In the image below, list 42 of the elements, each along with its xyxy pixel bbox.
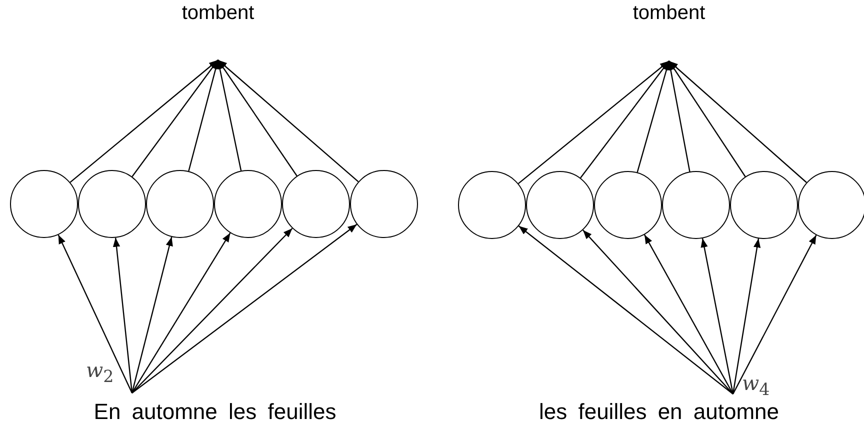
context-phrase: En automne les feuilles bbox=[92, 399, 338, 425]
neuron-circle bbox=[10, 170, 78, 238]
arrow bbox=[667, 60, 690, 172]
arrow bbox=[216, 60, 242, 171]
arrow bbox=[188, 60, 220, 172]
arrow bbox=[700, 238, 734, 394]
weight-label: w$_{4}$ bbox=[742, 371, 770, 399]
arrow bbox=[668, 60, 807, 183]
arrow bbox=[132, 228, 293, 394]
arrow bbox=[582, 230, 734, 394]
arrow bbox=[644, 234, 734, 394]
output-word: tombent bbox=[180, 2, 256, 25]
neuron-circle bbox=[594, 171, 662, 239]
arrow bbox=[58, 234, 133, 394]
neuron-circle bbox=[214, 170, 282, 238]
weight-label: w$_{2}$ bbox=[86, 358, 114, 386]
neuron-circle bbox=[662, 171, 730, 239]
arrow bbox=[112, 238, 133, 394]
arrow bbox=[636, 60, 670, 172]
neuron-circle bbox=[282, 170, 350, 238]
neuron-circle bbox=[798, 171, 864, 239]
neuron-circle bbox=[146, 170, 214, 238]
arrow bbox=[218, 60, 359, 182]
arrow bbox=[218, 60, 298, 176]
arrow bbox=[518, 60, 670, 184]
arrow bbox=[668, 60, 746, 177]
arrow bbox=[732, 234, 817, 394]
neuron-circle bbox=[350, 170, 418, 238]
arrow bbox=[131, 236, 173, 394]
arrow bbox=[518, 226, 734, 394]
arrow bbox=[70, 60, 218, 183]
neuron-circle bbox=[526, 171, 594, 239]
context-phrase: les feuilles en automne bbox=[538, 399, 780, 425]
arrow bbox=[132, 60, 218, 177]
neuron-circle bbox=[730, 171, 798, 239]
arrow bbox=[732, 238, 761, 394]
neuron-circle bbox=[458, 171, 526, 239]
arrow bbox=[131, 232, 231, 394]
neuron-circle bbox=[78, 170, 146, 238]
arrow bbox=[580, 60, 670, 178]
arrow bbox=[132, 224, 358, 394]
output-word: tombent bbox=[632, 2, 706, 25]
